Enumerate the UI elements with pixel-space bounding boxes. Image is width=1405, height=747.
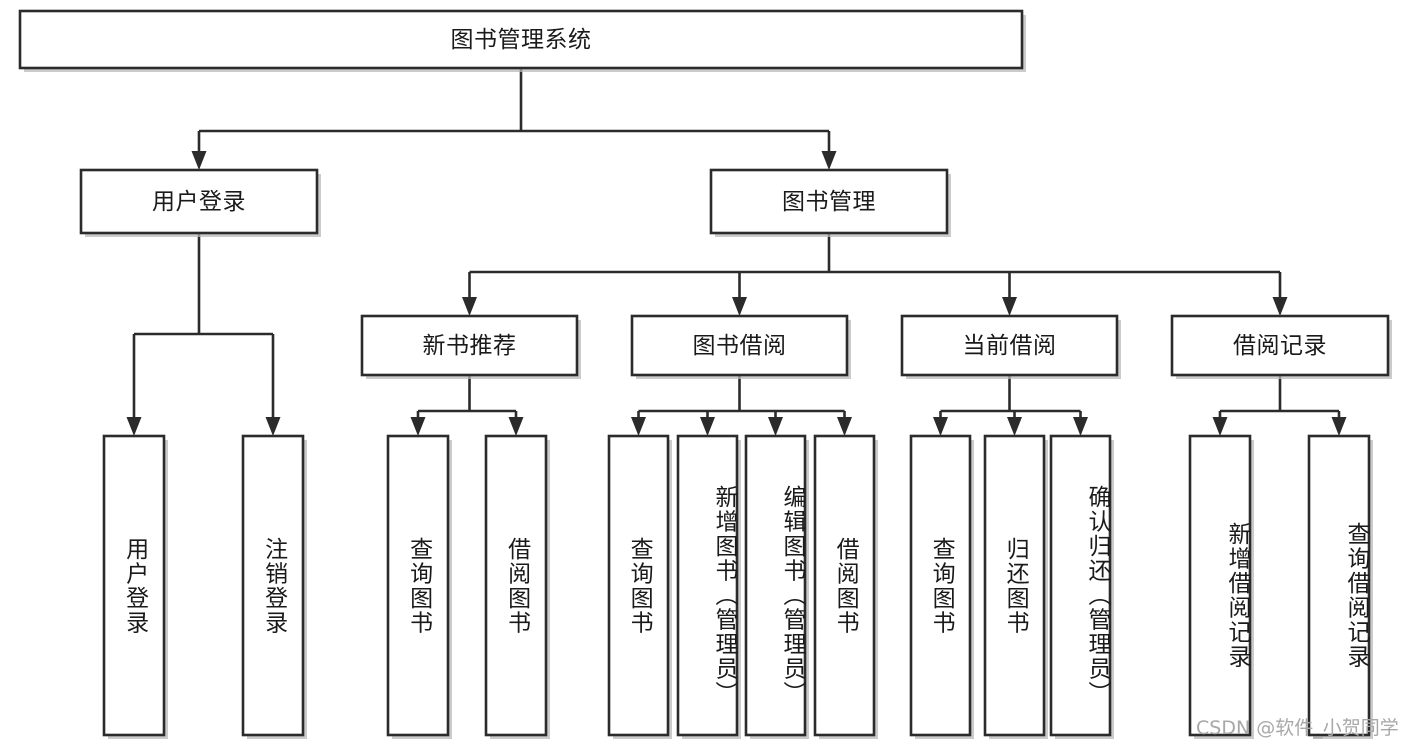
node-label-current-borrow: 当前借阅 — [963, 333, 1057, 359]
arrowhead — [1007, 417, 1022, 436]
node-label-leaf-bb-borrow-book: 借阅图书 — [832, 536, 859, 635]
arrowhead — [508, 417, 524, 436]
csdn-watermark: CSDN @软件_小贺同学 — [1196, 717, 1399, 739]
node-box-leaf-cb-confirm-return[interactable] — [1049, 434, 1112, 737]
arrowhead — [191, 151, 207, 170]
node-box-leaf-bb-query-book[interactable] — [607, 434, 670, 737]
node-box-leaf-bb-borrow-book[interactable] — [813, 434, 876, 737]
node-box-leaf-br-query-record[interactable] — [1307, 434, 1371, 737]
node-label-leaf-user-login: 用户登录 — [121, 536, 148, 635]
node-label-book-manage: 图书管理 — [782, 189, 876, 215]
arrowhead — [933, 417, 948, 436]
node-box-root[interactable] — [18, 9, 1024, 70]
node-label-borrow-record: 借阅记录 — [1233, 333, 1327, 359]
node-label-leaf-bb-edit-book: 编辑图书（管理员） — [779, 485, 805, 706]
arrowhead — [265, 417, 281, 436]
node-box-current-borrow[interactable] — [900, 314, 1119, 377]
node-label-leaf-bb-query-book: 查询图书 — [626, 536, 653, 635]
node-box-borrow-record[interactable] — [1170, 314, 1390, 377]
node-box-book-manage[interactable] — [709, 168, 949, 235]
node-label-leaf-cb-confirm-return: 确认归还（管理员） — [1084, 485, 1110, 706]
node-box-user-login[interactable] — [79, 168, 319, 235]
nodes-layer — [18, 9, 1392, 739]
node-label-leaf-br-add-record: 新增借阅记录 — [1224, 522, 1250, 669]
node-box-new-book-rec[interactable] — [360, 314, 579, 377]
node-label-leaf-bb-add-book: 新增图书（管理员） — [711, 485, 737, 706]
edges-layer — [126, 68, 1347, 436]
node-box-leaf-rec-borrow-book[interactable] — [484, 434, 548, 737]
node-label-book-borrow: 图书借阅 — [693, 333, 787, 359]
arrowhead — [837, 417, 852, 436]
node-label-leaf-cb-query-book: 查询图书 — [928, 536, 955, 635]
node-box-leaf-user-login[interactable] — [102, 434, 166, 737]
node-box-leaf-cb-query-book[interactable] — [909, 434, 972, 737]
node-box-leaf-bb-add-book[interactable] — [676, 434, 739, 737]
node-box-book-borrow[interactable] — [630, 314, 849, 377]
node-label-leaf-rec-query-book: 查询图书 — [405, 536, 432, 635]
arrowhead — [410, 417, 426, 436]
node-box-leaf-bb-edit-book[interactable] — [744, 434, 807, 737]
node-label-root: 图书管理系统 — [451, 27, 592, 53]
node-label-leaf-user-logout: 注销登录 — [260, 536, 287, 635]
arrowhead — [1272, 297, 1288, 316]
node-box-leaf-user-logout[interactable] — [241, 434, 305, 737]
node-label-leaf-cb-return-book: 归还图书 — [1002, 536, 1029, 635]
node-label-new-book-rec: 新书推荐 — [423, 333, 517, 359]
node-label-user-login: 用户登录 — [152, 189, 246, 215]
node-box-leaf-rec-query-book[interactable] — [386, 434, 450, 737]
arrowhead — [1331, 417, 1347, 436]
arrowhead — [1212, 417, 1228, 436]
node-label-leaf-rec-borrow-book: 借阅图书 — [503, 536, 530, 635]
node-label-leaf-br-query-record: 查询借阅记录 — [1343, 522, 1369, 669]
arrowhead — [1002, 297, 1017, 316]
arrowhead — [631, 417, 646, 436]
arrowhead — [462, 297, 477, 316]
arrowhead — [1073, 417, 1088, 436]
node-box-leaf-cb-return-book[interactable] — [983, 434, 1046, 737]
arrowhead — [700, 417, 715, 436]
arrowhead — [768, 417, 783, 436]
node-box-leaf-br-add-record[interactable] — [1188, 434, 1252, 737]
arrowhead — [821, 151, 837, 170]
arrowhead — [732, 297, 747, 316]
arrowhead — [126, 417, 142, 436]
